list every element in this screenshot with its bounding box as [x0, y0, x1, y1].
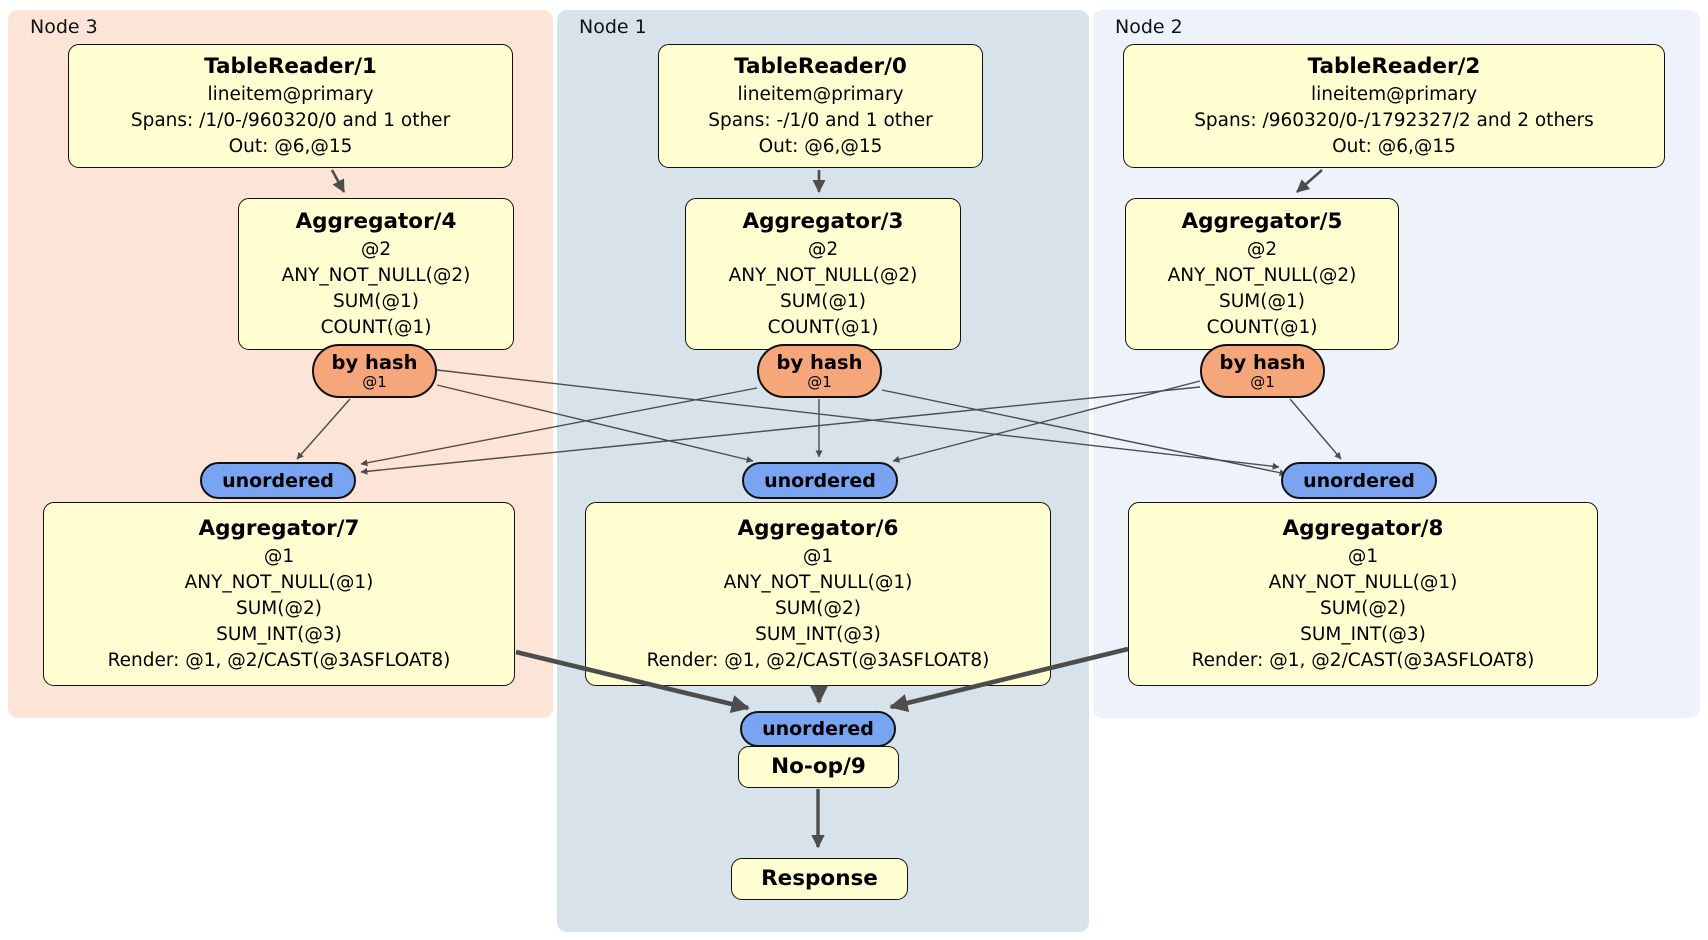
processor-line: Out: @6,@15 — [758, 136, 883, 157]
processor-title: Aggregator/8 — [1282, 516, 1444, 541]
sync-unordered-middle: unordered — [742, 462, 898, 499]
processor-aggregator-6: Aggregator/6 @1 ANY_NOT_NULL(@1) SUM(@2)… — [585, 502, 1051, 686]
processor-aggregator-8: Aggregator/8 @1 ANY_NOT_NULL(@1) SUM(@2)… — [1128, 502, 1598, 686]
router-label: by hash — [331, 350, 418, 374]
processor-line: Render: @1, @2/CAST(@3ASFLOAT8) — [1191, 650, 1535, 671]
processor-line: COUNT(@1) — [1206, 317, 1318, 338]
processor-line: SUM_INT(@3) — [755, 624, 881, 645]
processor-line: ANY_NOT_NULL(@1) — [723, 572, 913, 593]
processor-noop-9: No-op/9 — [738, 746, 899, 788]
processor-line: ANY_NOT_NULL(@2) — [728, 265, 918, 286]
processor-line: @2 — [360, 239, 392, 260]
processor-line: @1 — [802, 546, 834, 567]
router-by-hash-right: by hash @1 — [1200, 344, 1325, 398]
processor-line: SUM(@1) — [780, 291, 866, 312]
processor-title: TableReader/1 — [204, 54, 377, 79]
processor-line: COUNT(@1) — [767, 317, 879, 338]
processor-response: Response — [731, 858, 908, 900]
processor-title: Aggregator/7 — [198, 516, 360, 541]
processor-line: ANY_NOT_NULL(@2) — [1167, 265, 1357, 286]
sync-unordered-right: unordered — [1281, 462, 1437, 499]
sync-unordered-final: unordered — [740, 711, 896, 747]
processor-aggregator-5: Aggregator/5 @2 ANY_NOT_NULL(@2) SUM(@1)… — [1125, 198, 1399, 350]
router-detail: @1 — [1250, 372, 1275, 391]
processor-line: Out: @6,@15 — [228, 136, 353, 157]
processor-line: Spans: /1/0-/960320/0 and 1 other — [130, 110, 451, 131]
processor-line: lineitem@primary — [737, 84, 904, 105]
region-node3-label: Node 3 — [30, 16, 98, 38]
processor-tablereader-2: TableReader/2 lineitem@primary Spans: /9… — [1123, 44, 1665, 168]
processor-line: Spans: /960320/0-/1792327/2 and 2 others — [1194, 110, 1594, 131]
processor-line: @2 — [1246, 239, 1278, 260]
processor-line: Out: @6,@15 — [1332, 136, 1456, 157]
processor-line: COUNT(@1) — [320, 317, 432, 338]
processor-line: SUM(@2) — [775, 598, 861, 619]
processor-line: ANY_NOT_NULL(@1) — [1268, 572, 1458, 593]
processor-line: Render: @1, @2/CAST(@3ASFLOAT8) — [107, 650, 451, 671]
processor-tablereader-1: TableReader/1 lineitem@primary Spans: /1… — [68, 44, 513, 168]
processor-line: SUM(@1) — [333, 291, 419, 312]
processor-line: ANY_NOT_NULL(@1) — [184, 572, 374, 593]
processor-aggregator-4: Aggregator/4 @2 ANY_NOT_NULL(@2) SUM(@1)… — [238, 198, 514, 350]
processor-title: Aggregator/5 — [1181, 209, 1343, 234]
router-label: by hash — [1219, 350, 1306, 374]
processor-line: lineitem@primary — [207, 84, 374, 105]
processor-line: @1 — [263, 546, 295, 567]
processor-title: Aggregator/6 — [737, 516, 899, 541]
region-node2-label: Node 2 — [1115, 16, 1183, 38]
processor-line: @1 — [1347, 546, 1379, 567]
processor-line: SUM_INT(@3) — [216, 624, 342, 645]
router-by-hash-middle: by hash @1 — [757, 344, 882, 398]
processor-title: Response — [761, 866, 878, 891]
processor-line: SUM(@2) — [1320, 598, 1406, 619]
processor-aggregator-3: Aggregator/3 @2 ANY_NOT_NULL(@2) SUM(@1)… — [685, 198, 961, 350]
processor-line: @2 — [807, 239, 839, 260]
processor-title: Aggregator/4 — [295, 209, 457, 234]
processor-line: lineitem@primary — [1310, 84, 1478, 105]
sync-unordered-left: unordered — [200, 462, 356, 499]
processor-line: Render: @1, @2/CAST(@3ASFLOAT8) — [646, 650, 990, 671]
processor-title: TableReader/0 — [734, 54, 907, 79]
region-node1-label: Node 1 — [579, 16, 647, 38]
processor-tablereader-0: TableReader/0 lineitem@primary Spans: -/… — [658, 44, 983, 168]
processor-line: SUM(@2) — [236, 598, 322, 619]
processor-title: TableReader/2 — [1307, 54, 1481, 79]
router-by-hash-left: by hash @1 — [312, 344, 437, 398]
processor-title: No-op/9 — [771, 754, 866, 779]
processor-line: SUM_INT(@3) — [1300, 624, 1426, 645]
router-detail: @1 — [362, 372, 387, 391]
processor-line: ANY_NOT_NULL(@2) — [281, 265, 471, 286]
processor-line: SUM(@1) — [1219, 291, 1305, 312]
router-detail: @1 — [807, 372, 832, 391]
router-label: by hash — [776, 350, 863, 374]
processor-title: Aggregator/3 — [742, 209, 904, 234]
processor-aggregator-7: Aggregator/7 @1 ANY_NOT_NULL(@1) SUM(@2)… — [43, 502, 515, 686]
processor-line: Spans: -/1/0 and 1 other — [708, 110, 933, 131]
